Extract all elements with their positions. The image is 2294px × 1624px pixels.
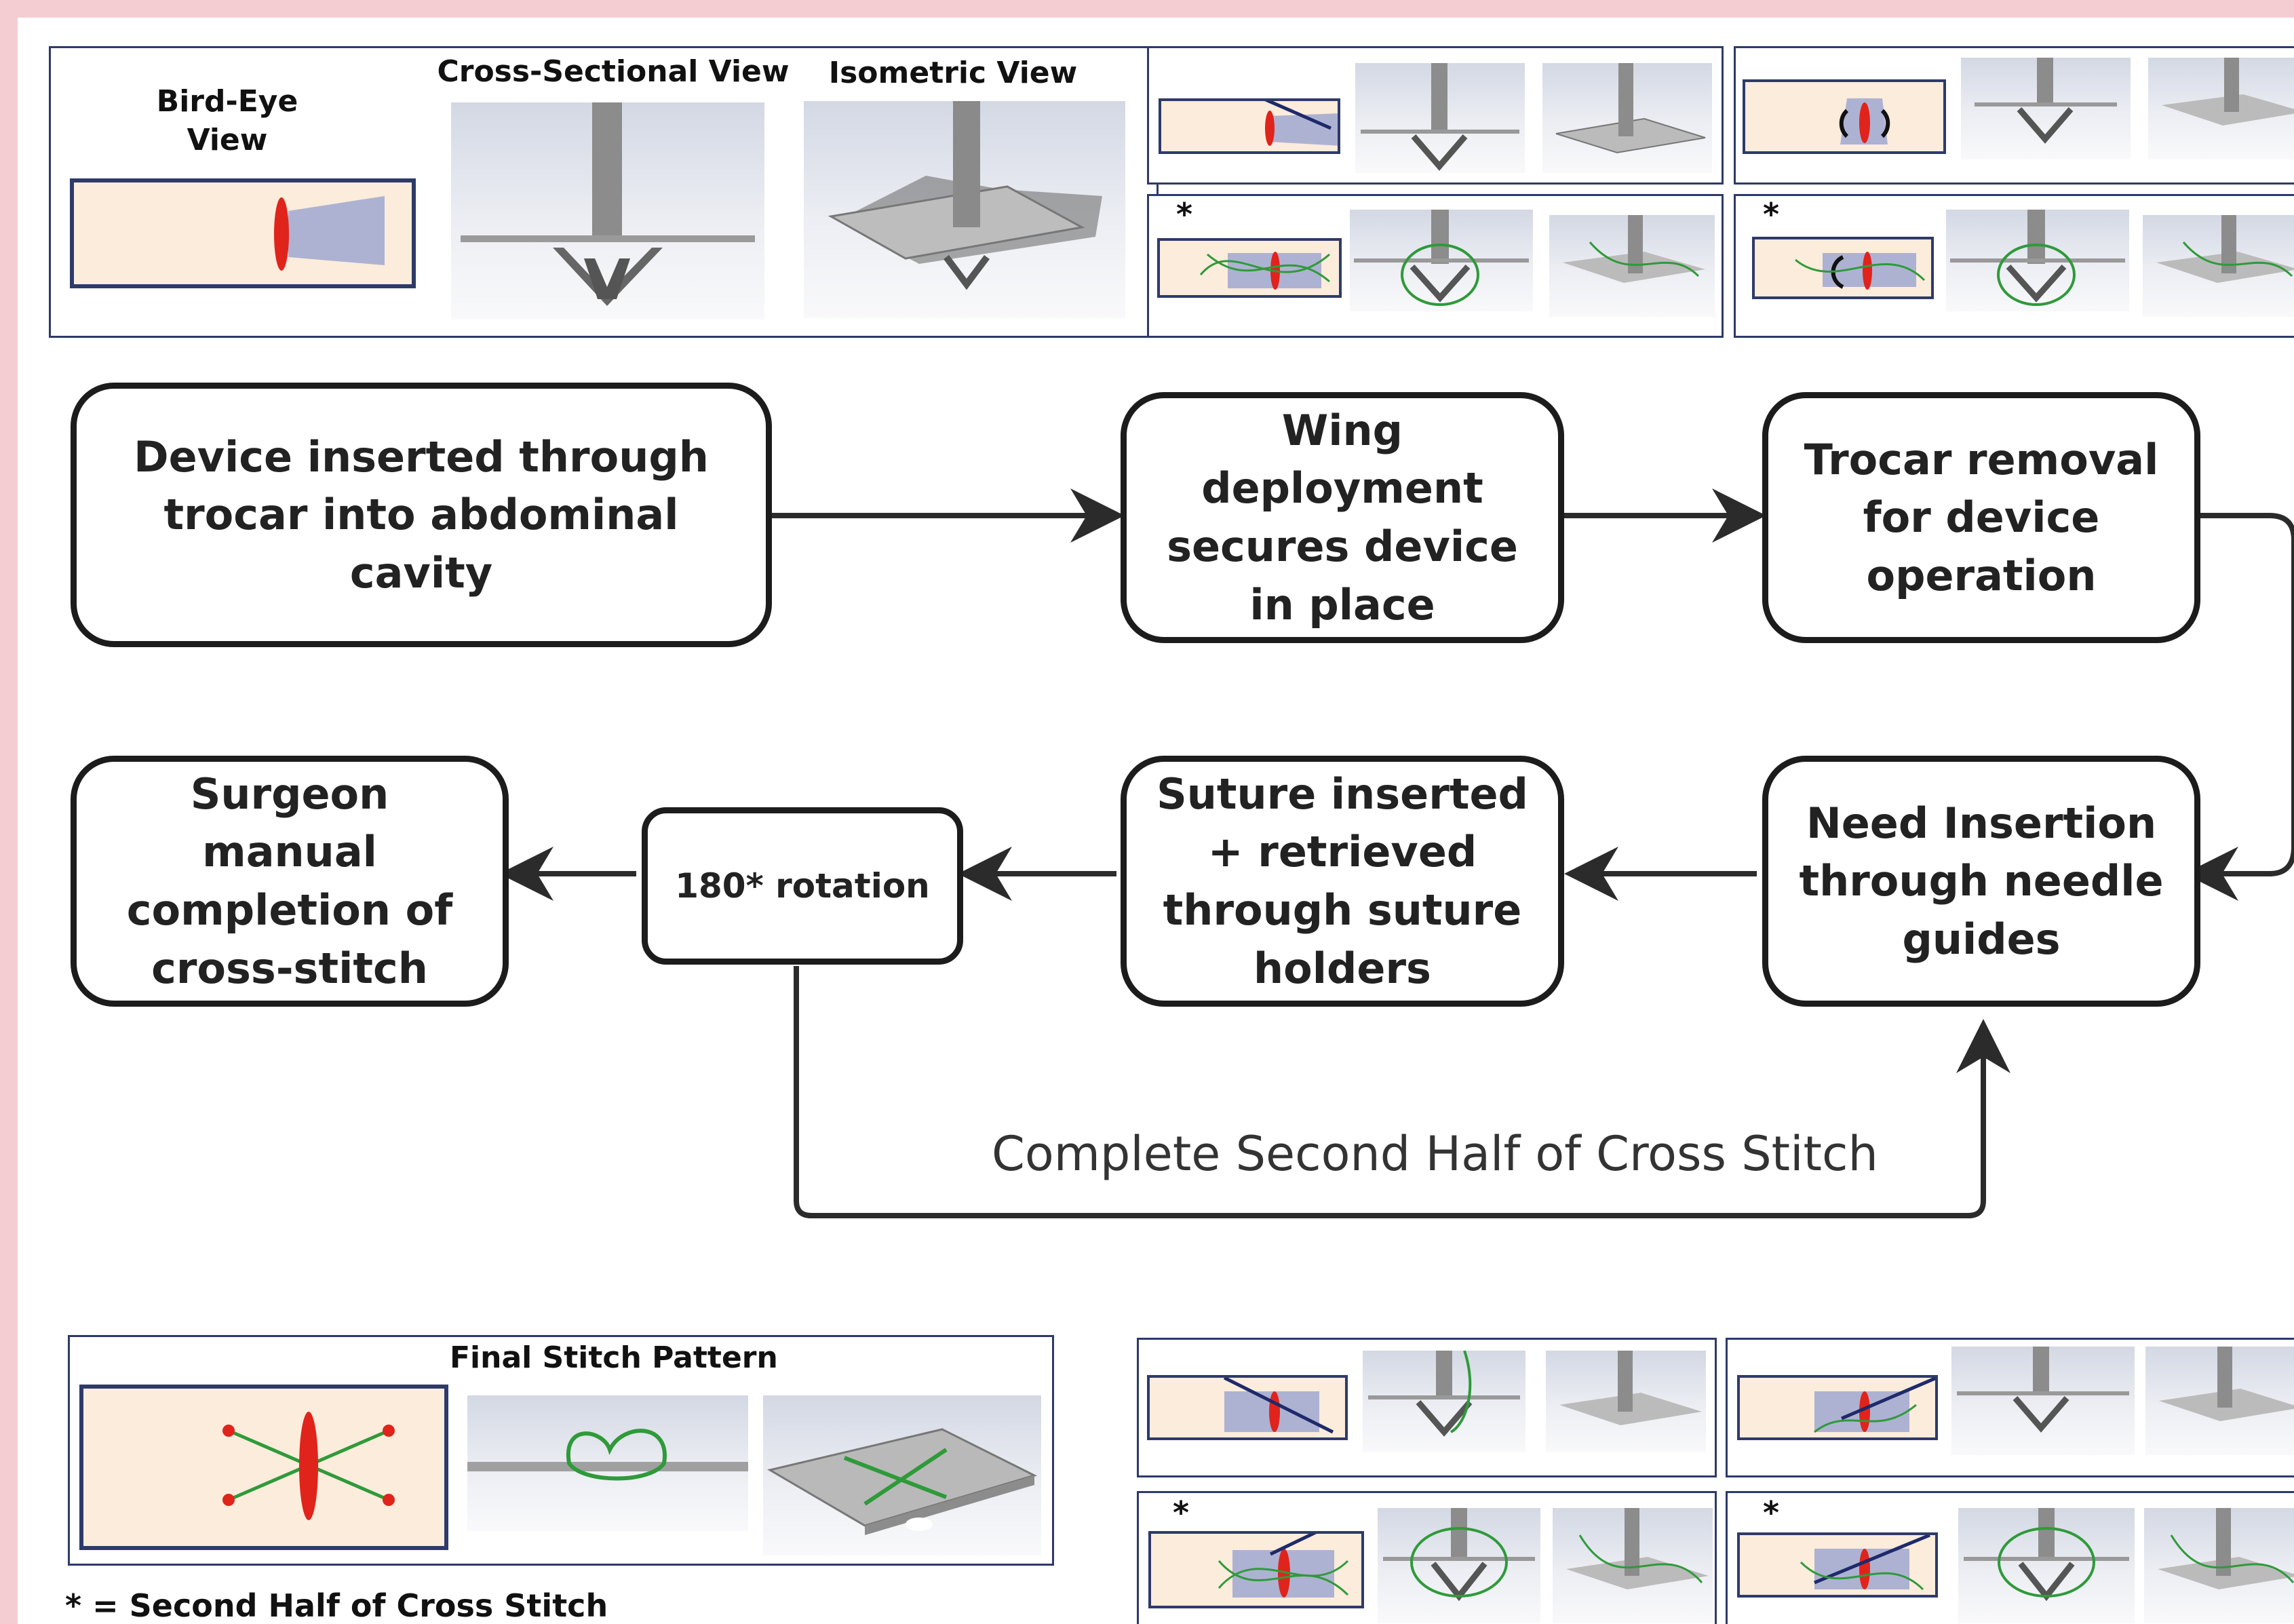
step-isometric bbox=[1553, 1508, 1713, 1623]
step-images-panel-8: * bbox=[1726, 1491, 2294, 1624]
step-surgeon-completion: Surgeon manual completion of cross-stitc… bbox=[71, 756, 509, 1007]
isometric-view-title: Isometric View bbox=[828, 56, 1078, 90]
step-wing-deployment: Wing deployment secures device in place bbox=[1121, 392, 1564, 643]
second-half-marker: * bbox=[1176, 196, 1193, 233]
tissue-layer bbox=[461, 235, 755, 242]
device-shaft bbox=[953, 101, 980, 227]
step-images-panel-1 bbox=[1147, 46, 1724, 185]
step-images-panel-4: * bbox=[1734, 194, 2294, 338]
step-isometric bbox=[2144, 1508, 2294, 1623]
step-cross-section bbox=[1355, 63, 1525, 173]
second-half-marker: * bbox=[1763, 1494, 1780, 1531]
final-cross-stitch-drawing bbox=[222, 1412, 395, 1520]
cross-section-render bbox=[451, 102, 764, 320]
figure-canvas: Bird-Eye View Cross-Sectional View Isome… bbox=[18, 18, 2294, 1624]
step-bird-eye bbox=[1148, 1531, 1364, 1608]
step-cross-section bbox=[1951, 1347, 2135, 1455]
step-isometric bbox=[1549, 215, 1715, 317]
footnote: * = Second Half of Cross Stitch bbox=[65, 1587, 608, 1624]
final-stitch-panel: Final Stitch Pattern bbox=[68, 1335, 1054, 1566]
step-images-panel-5 bbox=[1137, 1338, 1717, 1477]
step-suture-inserted-label: Suture inserted + retrieved through sutu… bbox=[1156, 769, 1528, 993]
incision-mark bbox=[274, 197, 289, 271]
bird-eye-drawing bbox=[274, 196, 385, 271]
arrow-trocar-to-needle bbox=[2200, 513, 2294, 876]
step-trocar-removal-label: Trocar removal for device operation bbox=[1804, 434, 2159, 600]
step-rotation-label: 180* rotation bbox=[675, 866, 930, 906]
second-half-marker: * bbox=[1173, 1494, 1190, 1531]
second-half-marker: * bbox=[1763, 196, 1780, 233]
step-cross-section bbox=[1946, 210, 2129, 311]
bird-eye-view-title: Bird-Eye View bbox=[156, 84, 298, 158]
incision-mark bbox=[299, 1412, 318, 1520]
step-images-panel-7: * bbox=[1137, 1491, 1717, 1624]
final-cross-section bbox=[467, 1395, 748, 1531]
step-needle-insertion-label: Need Insertion through needle guides bbox=[1799, 798, 2164, 964]
final-bird-eye bbox=[79, 1385, 448, 1550]
final-isometric bbox=[763, 1395, 1041, 1555]
step-cross-section bbox=[1958, 1508, 2135, 1623]
device-plate bbox=[288, 196, 385, 265]
final-stitch-title: Final Stitch Pattern bbox=[450, 1340, 778, 1375]
flow-connectors bbox=[499, 488, 2294, 1218]
step-images-panel-3: * bbox=[1147, 194, 1724, 338]
step-cross-section bbox=[1363, 1351, 1525, 1452]
step-isometric bbox=[2148, 58, 2294, 159]
loop-arrow-second-half bbox=[794, 966, 2010, 1218]
cross-section-drawing bbox=[461, 102, 755, 306]
loop-label: Complete Second Half of Cross Stitch bbox=[992, 1126, 1878, 1182]
step-rotation: 180* rotation bbox=[642, 807, 963, 965]
isometric-drawing bbox=[828, 101, 1102, 290]
step-bird-eye bbox=[1157, 238, 1342, 298]
bird-eye-diagram bbox=[70, 178, 416, 288]
step-trocar-removal: Trocar removal for device operation bbox=[1762, 392, 2200, 643]
step-surgeon-completion-label: Surgeon manual completion of cross-stitc… bbox=[126, 769, 453, 993]
step-cross-section bbox=[1378, 1508, 1540, 1623]
step-needle-insertion: Need Insertion through needle guides bbox=[1762, 756, 2200, 1007]
step-isometric bbox=[2145, 1347, 2294, 1455]
step-bird-eye bbox=[1737, 1375, 1938, 1440]
step-images-panel-2 bbox=[1734, 46, 2294, 185]
step-isometric bbox=[2143, 215, 2294, 317]
step-wing-deployment-label: Wing deployment secures device in place bbox=[1167, 405, 1518, 630]
device-shaft bbox=[592, 102, 622, 235]
step-suture-inserted: Suture inserted + retrieved through sutu… bbox=[1121, 756, 1564, 1007]
step-isometric bbox=[1542, 63, 1712, 173]
step-device-inserted-label: Device inserted through trocar into abdo… bbox=[134, 431, 709, 598]
step-device-inserted: Device inserted through trocar into abdo… bbox=[71, 383, 772, 647]
step-cross-section bbox=[1350, 210, 1533, 311]
step-isometric bbox=[1546, 1351, 1706, 1452]
views-panel: Bird-Eye View Cross-Sectional View Isome… bbox=[49, 46, 1159, 338]
step-bird-eye bbox=[1147, 1375, 1348, 1440]
isometric-render bbox=[804, 101, 1125, 318]
step-images-panel-6 bbox=[1726, 1338, 2294, 1477]
step-cross-section bbox=[1961, 58, 2131, 159]
step-bird-eye bbox=[1743, 79, 1946, 154]
cross-sectional-view-title: Cross-Sectional View bbox=[437, 54, 790, 89]
step-bird-eye bbox=[1159, 98, 1340, 154]
step-bird-eye bbox=[1752, 237, 1934, 299]
step-bird-eye bbox=[1737, 1532, 1938, 1598]
